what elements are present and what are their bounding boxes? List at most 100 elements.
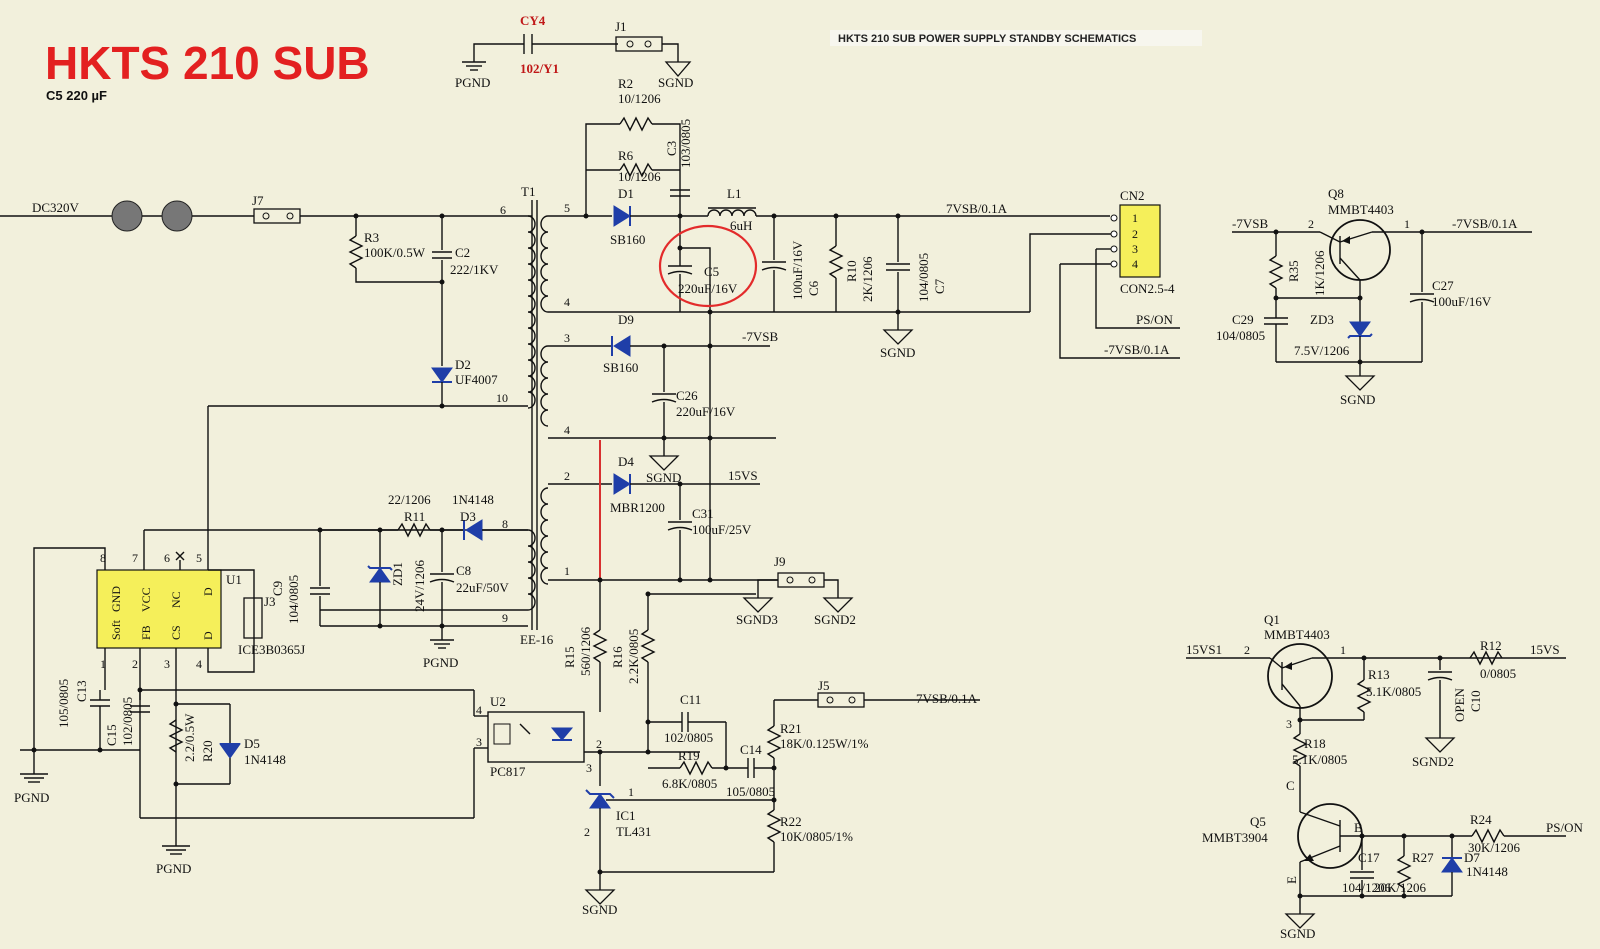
pin-fb: FB (139, 625, 153, 640)
svg-text:1: 1 (564, 564, 570, 578)
svg-text:1: 1 (1404, 217, 1410, 231)
pin-d-bottom: D (201, 631, 215, 640)
r16-value: 2.2K/0805 (626, 629, 641, 684)
q1-q5-block: 15VS1 Q1 MMBT4403 R13 5.1K/0805 R12 0/08… (1186, 612, 1583, 941)
r19-label: R19 (678, 748, 700, 763)
c3-value: 103/0805 (678, 119, 693, 168)
pin-e: E (1284, 876, 1299, 884)
pson-label-1: PS/ON (1136, 312, 1173, 327)
input-line: DC320V J7 (0, 193, 532, 232)
c9-label: C9 (270, 581, 285, 596)
c31-label: C31 (692, 506, 714, 521)
r10-value: 2K/1206 (860, 256, 875, 302)
q8-regulator: -7VSB Q8 MMBT4403 -7VSB/0.1A R35 1K/1206… (1216, 186, 1532, 407)
r13-value: 5.1K/0805 (1366, 684, 1421, 699)
sgnd-label-4: SGND (1340, 392, 1375, 407)
u2-value: PC817 (490, 764, 526, 779)
secondary-15vs: D4 MBR1200 15VS C31 100uF/25V J9 SGND3 S… (548, 440, 856, 627)
svg-text:1: 1 (1132, 211, 1138, 225)
15vs-label-1: 15VS (728, 468, 758, 483)
l1-value: 6uH (730, 218, 752, 233)
d2-value: UF4007 (455, 372, 498, 387)
svg-text:3: 3 (476, 735, 482, 749)
svg-text:9: 9 (502, 611, 508, 625)
j3-label: J3 (264, 594, 276, 609)
c29-value: 104/0805 (1216, 328, 1265, 343)
r12-value: 0/0805 (1480, 666, 1516, 681)
c15-value: 102/0805 (120, 697, 135, 746)
cy4-value: 102/Y1 (520, 61, 559, 76)
pin-c: C (1286, 778, 1295, 793)
d7-value: 1N4148 (1466, 864, 1508, 879)
svg-text:2: 2 (1244, 643, 1250, 657)
15vs1-label: 15VS1 (1186, 642, 1222, 657)
pgnd-label-3: PGND (14, 790, 49, 805)
c14-label: C14 (740, 742, 762, 757)
pin-cs: CS (169, 625, 183, 640)
c8-label: C8 (456, 563, 471, 578)
r11-label: R11 (404, 509, 425, 524)
svg-text:5: 5 (564, 201, 570, 215)
c6-value: 100uF/16V (790, 240, 805, 300)
c14-value: 105/0805 (726, 784, 775, 799)
c17-label: C17 (1358, 850, 1380, 865)
svg-text:8: 8 (502, 517, 508, 531)
header: HKTS 210 SUB POWER SUPPLY STANDBY SCHEMA… (838, 33, 1136, 45)
svg-text:5: 5 (196, 551, 202, 565)
d3-value: 1N4148 (452, 492, 494, 507)
m7vsb01-label-1: -7VSB/0.1A (1104, 342, 1170, 357)
r12-label: R12 (1480, 638, 1502, 653)
sgnd3-label: SGND3 (736, 612, 778, 627)
subtitle: C5 220 µF (46, 88, 107, 103)
pson-label-2: PS/ON (1546, 820, 1583, 835)
r6-label: R6 (618, 148, 634, 163)
q1-value: MMBT4403 (1264, 627, 1330, 642)
zd1-value: 24V/1206 (412, 560, 427, 613)
r27-value: 20K/1206 (1374, 880, 1427, 895)
svg-text:2: 2 (132, 657, 138, 671)
r18-label: R18 (1304, 736, 1326, 751)
svg-text:3: 3 (586, 761, 592, 775)
svg-text:4: 4 (564, 423, 570, 437)
r35-label: R35 (1286, 260, 1301, 282)
u1-label: U1 (226, 572, 242, 587)
sgnd-label-3: SGND (582, 902, 617, 917)
r21-value: 18K/0.125W/1% (780, 736, 869, 751)
svg-text:10: 10 (496, 391, 508, 405)
r2-value: 10/1206 (618, 91, 661, 106)
pgnd-label-top: PGND (455, 75, 490, 90)
svg-text:6: 6 (500, 203, 506, 217)
snubber-group: R3 100K/0.5W C2 222/1KV D2 UF4007 (348, 213, 499, 409)
7vsb-label-2: 7VSB/0.1A (916, 691, 978, 706)
q8-value: MMBT4403 (1328, 202, 1394, 217)
c9-value: 104/0805 (286, 575, 301, 624)
d3-label: D3 (460, 509, 476, 524)
svg-text:2: 2 (1132, 227, 1138, 241)
d4-label: D4 (618, 454, 634, 469)
sgnd2-label-1: SGND2 (814, 612, 856, 627)
svg-text:3: 3 (564, 331, 570, 345)
zd3-value: 7.5V/1206 (1294, 343, 1350, 358)
c26-value: 220uF/16V (676, 404, 736, 419)
svg-text:4: 4 (196, 657, 202, 671)
svg-text:2: 2 (584, 825, 590, 839)
r19-value: 6.8K/0805 (662, 776, 717, 791)
pgnd-label-4: PGND (156, 861, 191, 876)
pgnd-label-2: PGND (423, 655, 458, 670)
u2-label: U2 (490, 694, 506, 709)
svg-text:2: 2 (564, 469, 570, 483)
sgnd-label-1: SGND (880, 345, 915, 360)
ee16-label: EE-16 (520, 632, 554, 647)
r22-label: R22 (780, 814, 802, 829)
r15-value: 560/1206 (578, 626, 593, 676)
svg-text:8: 8 (100, 551, 106, 565)
sgnd-label-2: SGND (646, 470, 681, 485)
cn2-label: CN2 (1120, 188, 1145, 203)
cn2-connector: 12 34 CN2 CON2.5-4 PS/ON -7VSB/0.1A (1029, 188, 1180, 359)
r20-label: R20 (200, 740, 215, 762)
secondary-7vsb: R2 10/1206 R6 10/1206 C3 103/0805 D1 SB1… (548, 76, 1110, 360)
svg-text:3: 3 (164, 657, 170, 671)
zd1-label: ZD1 (390, 562, 405, 586)
